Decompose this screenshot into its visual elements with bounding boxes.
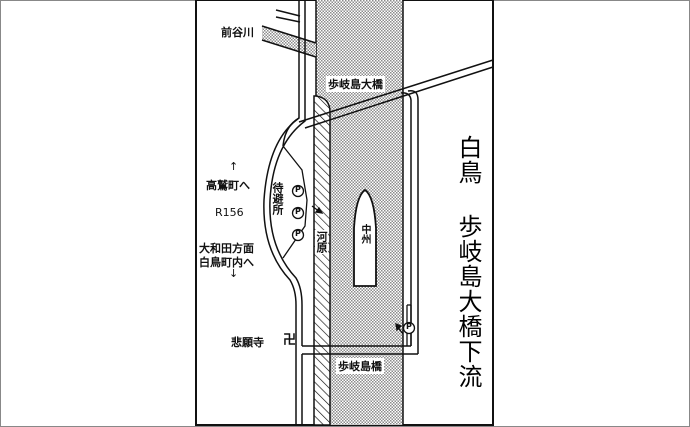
label-hokijima-ohashi: 歩岐島大橋 (326, 76, 385, 92)
parking-icon-2 (291, 206, 305, 220)
parking-label-3: P (295, 229, 301, 238)
label-to-takasu: 高鷲町へ (206, 179, 250, 192)
hokijima-bridge (302, 345, 419, 355)
arrow-down-icon: ↓ (229, 267, 239, 280)
parking-label-4: P (406, 322, 412, 331)
parking-icons (291, 184, 416, 335)
label-temple: 悲願寺 (231, 336, 264, 349)
parking-label-2: P (295, 207, 301, 216)
label-to-yamato-1: 大和田方面 (199, 242, 254, 255)
riverbed-area (313, 95, 331, 426)
label-hokijima-bridge: 歩岐島橋 (336, 358, 384, 374)
label-to-yamato-2: 白鳥町内へ (199, 256, 254, 269)
route-156 (263, 0, 306, 425)
label-route: R156 (215, 206, 244, 219)
hokijima-ohashi-bridge (282, 59, 494, 352)
arrow-up-icon: ↑ (229, 160, 239, 173)
parking-label-1: P (295, 185, 301, 194)
label-maedani-river: 前谷川 (221, 26, 254, 39)
maedani-river (261, 9, 317, 58)
parking-icon-4 (402, 321, 416, 335)
parking-icon-1 (291, 184, 305, 198)
temple-icon: 卍 (283, 333, 296, 348)
label-riverbed: 河原 (315, 230, 328, 254)
label-sandbar: 中州 (359, 224, 370, 244)
map-title: 白鳥 歩岐島大橋下流 (454, 135, 482, 389)
entry-arrows (311, 205, 404, 335)
parking-icon-3 (291, 228, 305, 242)
sandbar-shape (353, 188, 377, 287)
label-waiting-area: 待避所 (271, 182, 284, 215)
